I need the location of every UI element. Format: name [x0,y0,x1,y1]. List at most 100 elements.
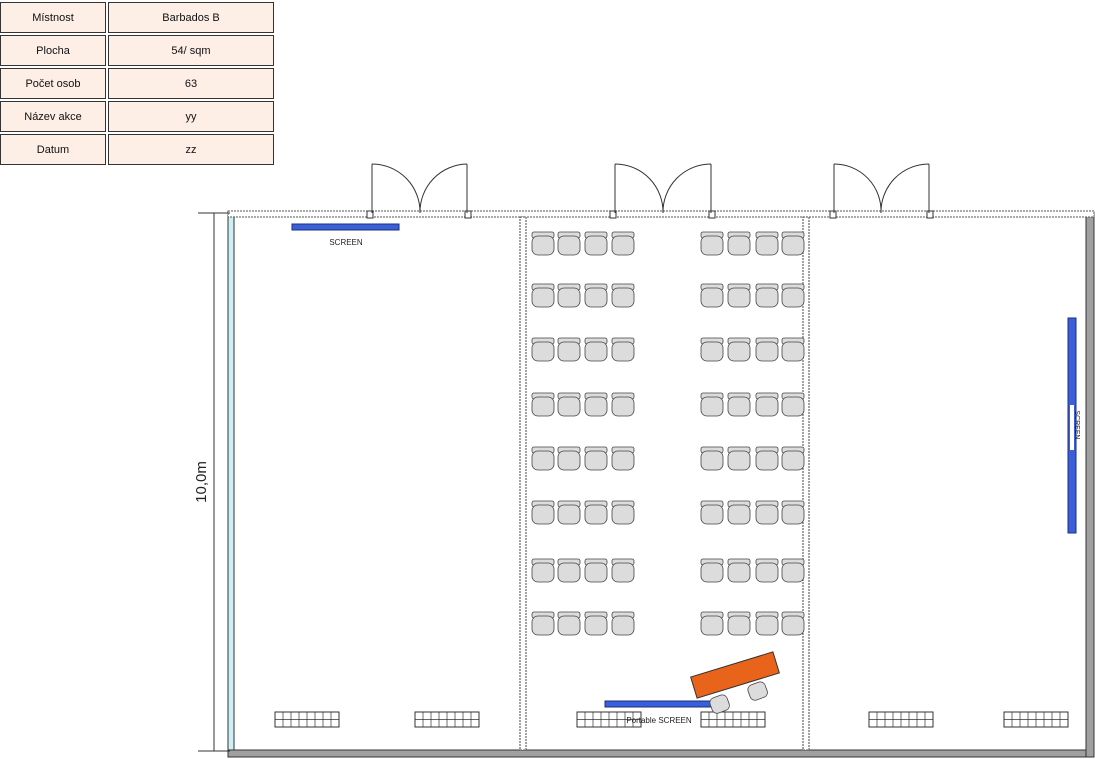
room-divider-right [802,216,810,751]
chair [755,392,779,417]
chair [611,392,635,417]
chair [584,283,608,308]
door-2 [609,163,716,219]
info-value: 54/ sqm [108,35,274,66]
chair [584,558,608,583]
info-value: Barbados B [108,2,274,33]
chair [584,611,608,636]
chair [700,283,724,308]
chair [727,611,751,636]
door-3 [829,163,934,219]
chair [755,611,779,636]
chair [755,231,779,256]
radiator [414,711,480,728]
chair [781,500,805,525]
chair [727,500,751,525]
chair [584,500,608,525]
right-wall [1085,211,1095,758]
chair [584,337,608,362]
chair [611,611,635,636]
chair [700,446,724,471]
chair [557,558,581,583]
top-wall [227,210,1095,218]
chair [531,558,555,583]
chair [531,392,555,417]
chair [781,446,805,471]
room-info-table: Místnost Barbados B Plocha 54/ sqm Počet… [0,0,274,167]
window-wall [227,211,235,758]
room-divider-left [519,216,527,751]
portable-screen-label: Portable SCREEN [626,716,692,725]
screen-right-label-bg [1070,405,1074,450]
radiator [868,711,934,728]
chair [727,446,751,471]
info-row-room: Místnost Barbados B [0,2,274,33]
screen-left-label: SCREEN [329,238,363,247]
screen-right-label: SCREEN [1073,410,1080,439]
chair [781,337,805,362]
chair [584,231,608,256]
bottom-wall [227,749,1095,758]
chair [557,446,581,471]
info-value: yy [108,101,274,132]
chair [755,500,779,525]
chair [755,283,779,308]
chair [611,231,635,256]
radiator [274,711,340,728]
dimension-label: 10,0m [193,461,210,503]
screen-left [291,223,400,231]
radiator [1003,711,1069,728]
info-label: Plocha [0,35,106,66]
door-1 [366,163,472,219]
chair [557,337,581,362]
speaker-chair [747,681,768,701]
info-label: Název akce [0,101,106,132]
chair [531,283,555,308]
radiator [576,711,642,728]
chair [531,446,555,471]
radiators [274,711,1069,728]
chair [700,558,724,583]
chair [584,392,608,417]
chair [557,283,581,308]
seating-area [531,231,805,636]
info-row-date: Datum zz [0,134,274,165]
chair [781,231,805,256]
chair [700,611,724,636]
chair [781,283,805,308]
chair [781,392,805,417]
speaker-table-group [690,651,780,714]
chair [611,446,635,471]
radiator [700,711,766,728]
chair [727,337,751,362]
info-row-area: Plocha 54/ sqm [0,35,274,66]
info-label: Datum [0,134,106,165]
portable-screen [604,700,713,708]
info-label: Počet osob [0,68,106,99]
chair [557,392,581,417]
chair [531,337,555,362]
chair [781,558,805,583]
chair [727,283,751,308]
chair [700,231,724,256]
chair [781,611,805,636]
chair [557,611,581,636]
speaker-table [690,651,780,699]
info-label: Místnost [0,2,106,33]
chair [531,500,555,525]
chair [557,231,581,256]
chair [611,500,635,525]
chair [700,392,724,417]
chair [611,558,635,583]
chair [755,558,779,583]
chair [531,231,555,256]
chair [700,500,724,525]
speaker-chair [709,694,730,714]
info-value: zz [108,134,274,165]
chair [727,231,751,256]
chair [584,446,608,471]
info-value: 63 [108,68,274,99]
chair [557,500,581,525]
info-row-event: Název akce yy [0,101,274,132]
